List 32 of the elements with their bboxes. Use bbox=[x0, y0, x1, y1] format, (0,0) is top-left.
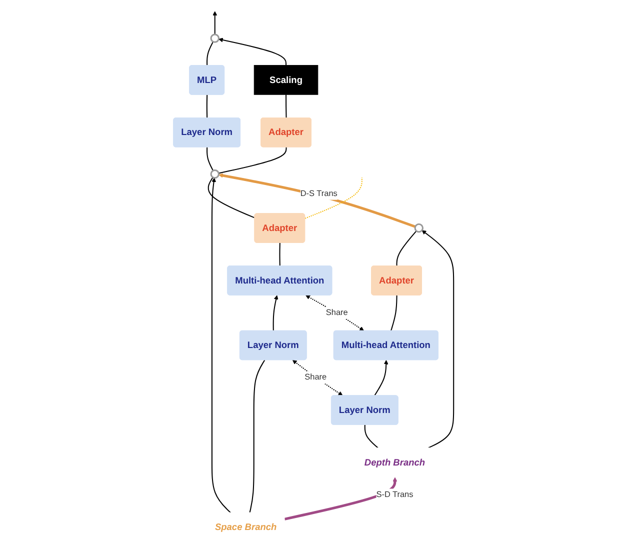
connector bbox=[304, 178, 362, 219]
arrow bbox=[374, 360, 388, 396]
connector bbox=[390, 295, 398, 331]
arrow bbox=[272, 295, 278, 331]
arrow bbox=[212, 11, 218, 34]
connector bbox=[218, 147, 287, 174]
connector bbox=[364, 424, 379, 448]
connector bbox=[286, 94, 287, 118]
arrow bbox=[306, 295, 364, 331]
node-text: Depth Branch bbox=[364, 457, 426, 468]
connector bbox=[206, 94, 208, 118]
arrow bbox=[422, 230, 454, 449]
arrow bbox=[218, 38, 287, 66]
arrow bbox=[211, 178, 232, 514]
connector bbox=[208, 177, 255, 218]
arrow bbox=[284, 477, 398, 520]
connector bbox=[249, 360, 266, 513]
connector bbox=[206, 41, 214, 66]
edge-label: S-D Trans bbox=[376, 490, 414, 499]
arrow bbox=[292, 360, 343, 396]
node-circle bbox=[210, 34, 220, 43]
edge-label: Share bbox=[304, 372, 327, 382]
node-box: Scaling bbox=[254, 65, 318, 95]
edge-label: D-S Trans bbox=[300, 189, 338, 198]
connector bbox=[396, 230, 417, 266]
connector bbox=[279, 242, 280, 266]
node-text: Space Branch bbox=[214, 522, 277, 532]
arrow bbox=[218, 173, 416, 228]
edge-label: Share bbox=[326, 308, 348, 317]
node-circle bbox=[210, 169, 220, 179]
node-circle bbox=[414, 223, 424, 233]
connector bbox=[206, 147, 214, 171]
